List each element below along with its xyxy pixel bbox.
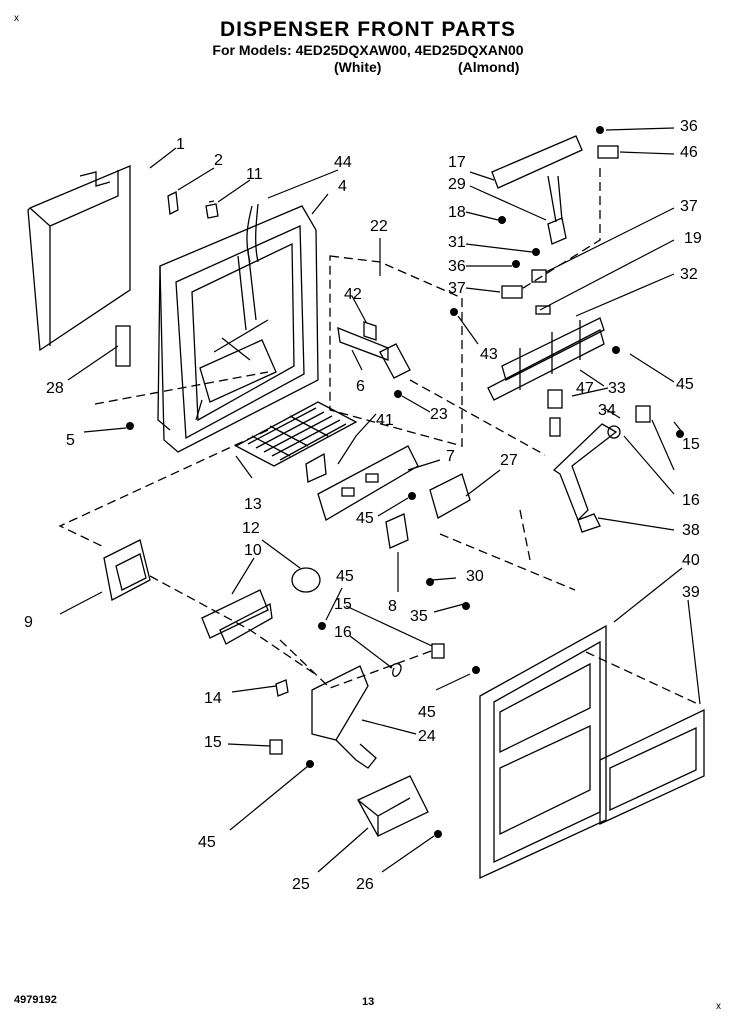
part-4-housing — [157, 205, 319, 453]
callout-29: 29 — [448, 176, 466, 193]
part-8-plate — [385, 513, 409, 549]
callout-14: 14 — [204, 690, 222, 707]
part-13-grille — [234, 401, 358, 467]
callout-23: 23 — [430, 406, 448, 423]
callout-37: 37 — [448, 280, 466, 297]
callout-43: 43 — [480, 346, 498, 363]
callout-42: 42 — [344, 286, 362, 303]
part-11-clip — [205, 200, 219, 219]
header: DISPENSER FRONT PARTS For Models: 4ED25D… — [0, 18, 736, 76]
callout-45-center: 45 — [356, 510, 374, 527]
callout-30: 30 — [466, 568, 484, 585]
part-37-clip-upper — [531, 269, 547, 283]
part-16-spring — [389, 663, 402, 677]
part-15-clip-mid — [431, 643, 445, 659]
callout-22: 22 — [370, 218, 388, 235]
part-14-clip — [275, 679, 289, 697]
callout-45-right: 45 — [676, 376, 694, 393]
callout-37-right: 37 — [680, 198, 698, 215]
callout-15-mid: 15 — [334, 596, 352, 613]
part-32-rail — [487, 317, 605, 401]
callout-1: 1 — [176, 136, 185, 153]
callout-38: 38 — [682, 522, 700, 539]
part-16-spring-right — [607, 425, 621, 439]
part-39-trim — [599, 708, 705, 826]
callout-45-bottom: 45 — [198, 834, 216, 851]
part-24-paddle — [311, 665, 377, 769]
callout-2: 2 — [214, 152, 223, 169]
callout-27: 27 — [500, 452, 518, 469]
corner-mark-bottom: x — [716, 1001, 721, 1012]
part-25-bucket — [357, 775, 429, 837]
leader-lines — [59, 127, 701, 873]
callout-46: 46 — [680, 144, 698, 161]
corner-mark-top: x — [14, 13, 19, 24]
callout-7: 7 — [446, 448, 455, 465]
callout-10: 10 — [244, 542, 262, 559]
part-10-bracket — [201, 567, 321, 645]
callout-19: 19 — [684, 230, 702, 247]
callout-26: 26 — [356, 876, 374, 893]
callout-47: 47 — [576, 380, 594, 397]
almond-variant-label: (Almond) — [458, 59, 520, 75]
callout-15-right: 15 — [682, 436, 700, 453]
part-17-channel — [491, 135, 583, 189]
callout-25: 25 — [292, 876, 310, 893]
document-number: 4979192 — [14, 994, 57, 1006]
callout-9: 9 — [24, 614, 33, 631]
callout-17: 17 — [448, 154, 466, 171]
callout-4: 4 — [338, 178, 347, 195]
part-19-spacer — [535, 305, 551, 315]
part-41-pad — [305, 452, 327, 483]
callout-39: 39 — [682, 584, 700, 601]
callout-31: 31 — [448, 234, 466, 251]
callout-13: 13 — [244, 496, 262, 513]
callout-8: 8 — [388, 598, 397, 615]
callout-44: 44 — [334, 154, 352, 171]
part-1-side-panel — [27, 165, 131, 352]
part-44-wire-harness — [246, 203, 259, 263]
white-variant-label: (White) — [334, 59, 382, 75]
part-2-clip — [167, 191, 179, 215]
callout-35: 35 — [410, 608, 428, 625]
callout-45-door: 45 — [418, 704, 436, 721]
page-number: 13 — [362, 996, 375, 1008]
callout-36-right: 36 — [680, 118, 698, 135]
callout-40: 40 — [682, 552, 700, 569]
page-title: DISPENSER FRONT PARTS — [220, 18, 516, 41]
part-15-clip-lower — [269, 739, 283, 755]
callout-12: 12 — [242, 520, 260, 537]
callout-33: 33 — [608, 380, 626, 397]
callout-5: 5 — [66, 432, 75, 449]
callout-16-right: 16 — [682, 492, 700, 509]
models-line: For Models: 4ED25DQXAW00, 4ED25DQXAN00 — [212, 42, 524, 58]
callout-11: 11 — [246, 166, 263, 183]
callout-36: 36 — [448, 258, 466, 275]
part-7-bracket — [317, 445, 419, 521]
callout-15-lower: 15 — [204, 734, 222, 751]
part-47-solenoid — [547, 389, 563, 437]
callout-18: 18 — [448, 204, 466, 221]
part-37-clip-lower — [501, 285, 523, 299]
part-29-switch — [547, 175, 567, 245]
callout-24: 24 — [418, 728, 436, 745]
callout-28: 28 — [46, 380, 64, 397]
part-28-block — [115, 325, 131, 367]
part-40-door-panel — [479, 624, 607, 880]
callout-16-mid: 16 — [334, 624, 352, 641]
part-6-actuator — [337, 321, 411, 379]
part-27-plate — [429, 473, 471, 519]
part-15-clip-right — [635, 405, 651, 423]
color-variants: (White) (Almond) — [0, 59, 736, 76]
callout-34: 34 — [598, 402, 616, 419]
part-46-clip — [597, 145, 619, 159]
callout-6: 6 — [356, 378, 365, 395]
callout-32: 32 — [680, 266, 698, 283]
callout-45-left: 45 — [336, 568, 354, 585]
part-9-cover — [103, 539, 151, 601]
callout-41: 41 — [376, 412, 394, 429]
part-38-lever — [552, 423, 618, 533]
